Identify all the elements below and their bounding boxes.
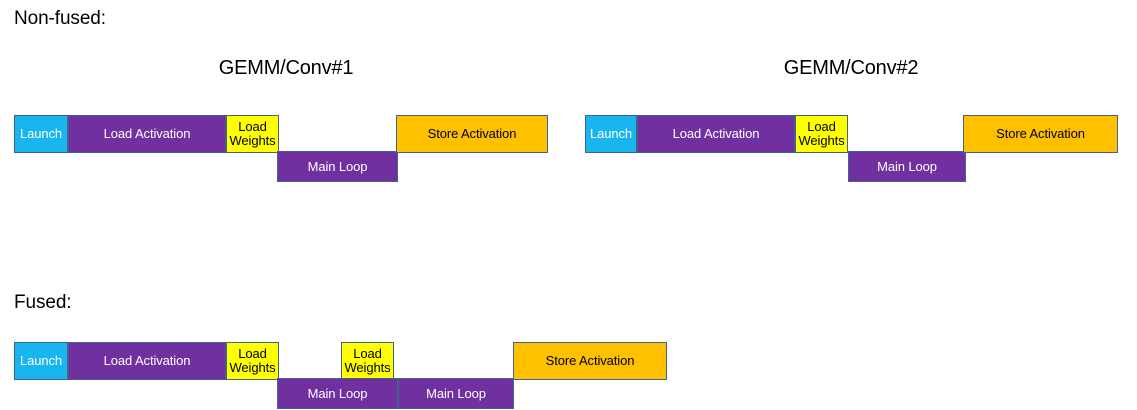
group-title-gemm-conv-1: GEMM/Conv#1 xyxy=(218,57,354,79)
fused-block-store-activation: Store Activation xyxy=(513,342,667,380)
nonfused-block-load-activation-g2: Load Activation xyxy=(637,115,795,153)
fused-block-load-weights-1: Load Weights xyxy=(226,342,279,380)
nonfused-block-store-activation-g1: Store Activation xyxy=(396,115,548,153)
nonfused-block-store-activation-g2: Store Activation xyxy=(963,115,1118,153)
nonfused-block-load-weights-g1: Load Weights xyxy=(226,115,279,153)
group-title-gemm-conv-2: GEMM/Conv#2 xyxy=(783,57,919,79)
fused-block-load-activation: Load Activation xyxy=(68,342,226,380)
section-label-fused: Fused: xyxy=(14,292,72,313)
nonfused-block-launch-g1: Launch xyxy=(14,115,68,153)
nonfused-block-main-loop-g1: Main Loop xyxy=(277,151,398,182)
fused-block-launch: Launch xyxy=(14,342,68,380)
fused-block-load-weights-2: Load Weights xyxy=(341,342,394,380)
nonfused-block-main-loop-g2: Main Loop xyxy=(848,151,966,182)
nonfused-block-launch-g2: Launch xyxy=(585,115,637,153)
nonfused-block-load-weights-g2: Load Weights xyxy=(795,115,848,153)
section-label-non-fused: Non-fused: xyxy=(14,8,106,29)
nonfused-block-load-activation-g1: Load Activation xyxy=(68,115,226,153)
fused-block-main-loop-2: Main Loop xyxy=(398,378,514,409)
fused-block-main-loop-1: Main Loop xyxy=(277,378,398,409)
